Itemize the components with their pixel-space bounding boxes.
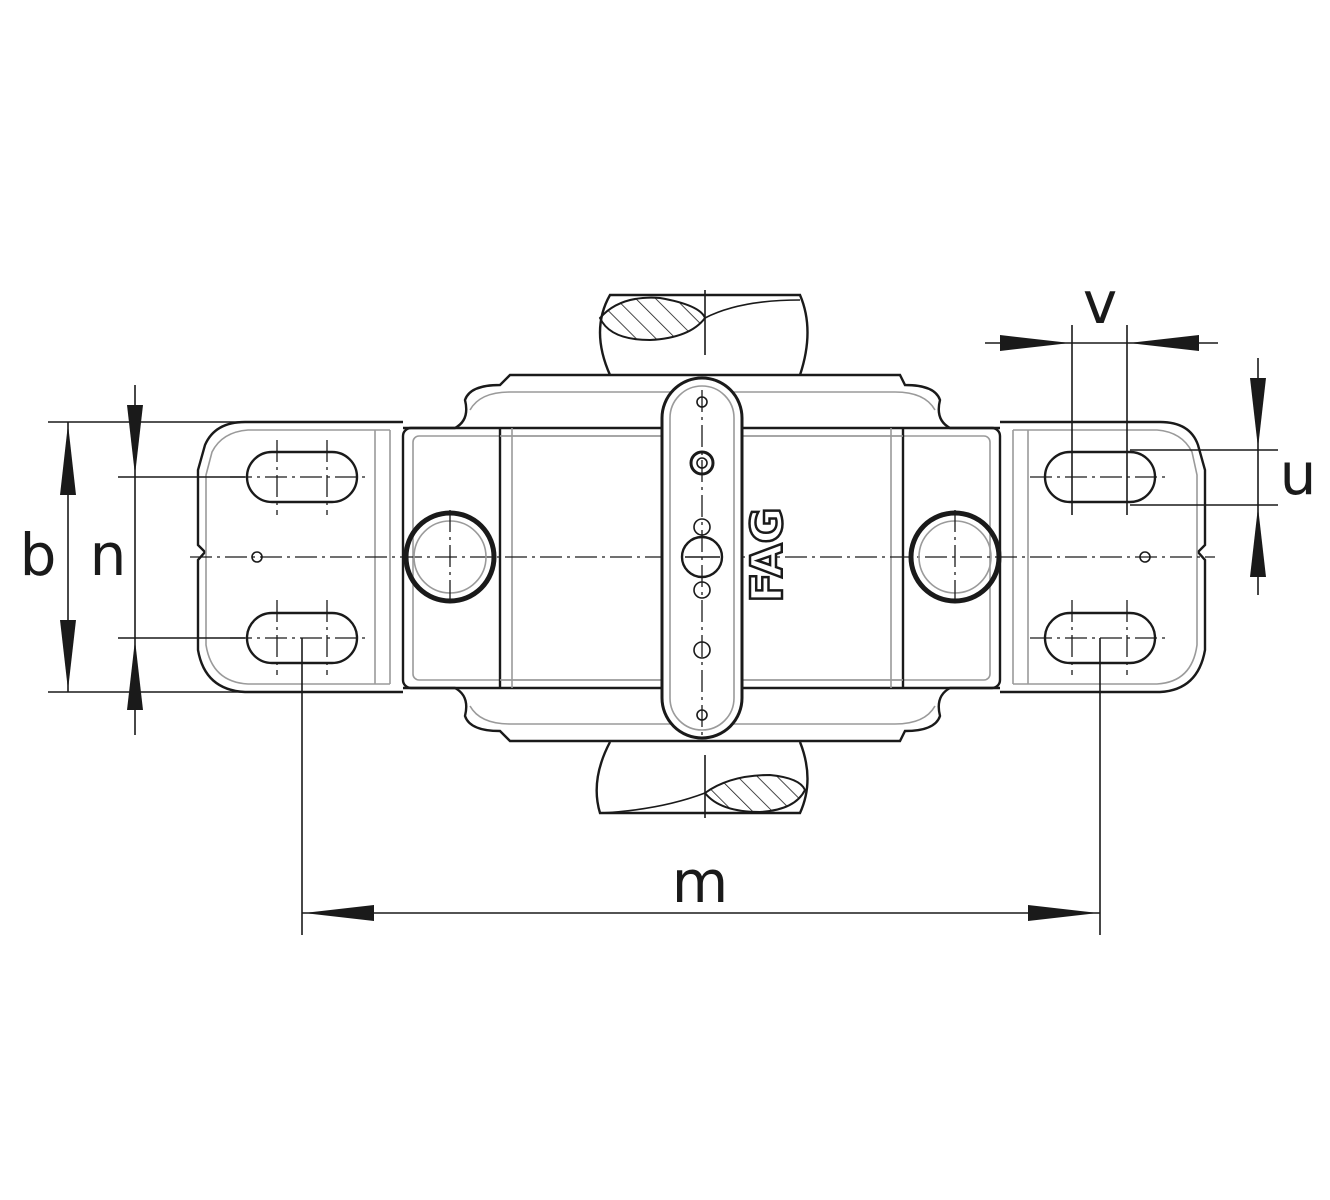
foot-left [196, 420, 403, 694]
dimension-v [985, 335, 1218, 351]
center-plate [660, 376, 744, 740]
dimension-label-n: n [89, 521, 127, 589]
dimension-n [118, 385, 245, 735]
cap-bolts [403, 510, 1002, 605]
dimension-label-m: m [671, 848, 729, 916]
foot-right [1000, 420, 1207, 694]
fag-logo: FAG [742, 507, 793, 602]
shaft-top [598, 290, 809, 376]
dimension-m [301, 638, 1101, 935]
dimension-label-u: u [1279, 440, 1317, 508]
shaft-bottom [595, 741, 809, 818]
dowel-hole [251, 551, 263, 563]
dimension-label-v: v [1082, 269, 1118, 337]
dowel-hole [1139, 551, 1151, 563]
dimension-u [1130, 358, 1278, 595]
dimension-label-b: b [19, 521, 57, 589]
dimension-b [48, 421, 245, 693]
